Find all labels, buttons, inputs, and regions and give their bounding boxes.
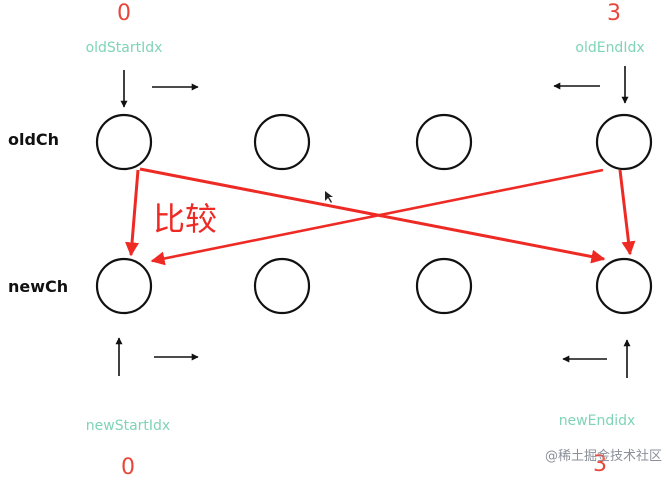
old-node-3 — [595, 113, 653, 171]
old-node-2 — [415, 113, 473, 171]
new-children-row-label: newCh — [8, 277, 68, 296]
new-end-index-number: 3 — [593, 452, 607, 477]
cursor-icon — [325, 191, 333, 203]
new-node-2 — [415, 257, 473, 315]
compare-old-start-new-end-arrow-icon — [139, 167, 606, 264]
compare-old-end-new-start-arrow-icon — [150, 168, 604, 266]
old-start-index-number: 0 — [117, 1, 131, 26]
compare-end-end-arrow-icon — [618, 169, 636, 256]
old-node-0 — [95, 113, 153, 171]
old-start-idx-label: oldStartIdx — [86, 40, 163, 56]
new-node-0 — [95, 257, 153, 315]
old-end-index-number: 3 — [607, 1, 621, 26]
new-end-idx-label: newEndidx — [559, 413, 636, 429]
compare-start-start-arrow-icon — [125, 169, 140, 257]
new-node-1 — [253, 257, 311, 315]
compare-label: 比较 — [153, 200, 217, 238]
new-start-index-number: 0 — [121, 455, 135, 480]
old-children-row-label: oldCh — [8, 130, 59, 149]
old-end-idx-label: oldEndIdx — [575, 40, 644, 56]
old-node-1 — [253, 113, 311, 171]
watermark-text: @稀土掘金技术社区 — [545, 448, 662, 464]
new-start-idx-label: newStartIdx — [86, 418, 170, 434]
new-node-3 — [595, 257, 653, 315]
